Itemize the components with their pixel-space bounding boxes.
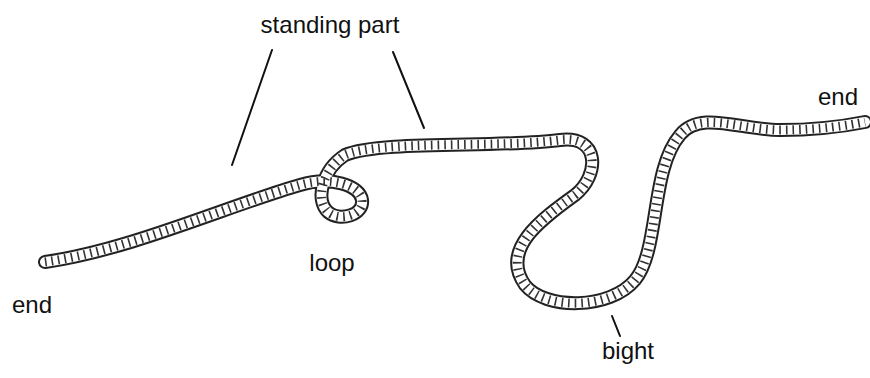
part-label: loop [309, 250, 354, 276]
rope-outline [45, 122, 865, 303]
part-label: end [12, 292, 52, 318]
leader-line [612, 316, 620, 336]
part-label: standing part [261, 12, 400, 38]
part-label: bight [602, 338, 654, 364]
rope-body [45, 122, 865, 303]
leader-line [393, 52, 424, 128]
leader-line [232, 50, 272, 165]
rope-strands [45, 122, 865, 303]
part-label: end [818, 84, 858, 110]
